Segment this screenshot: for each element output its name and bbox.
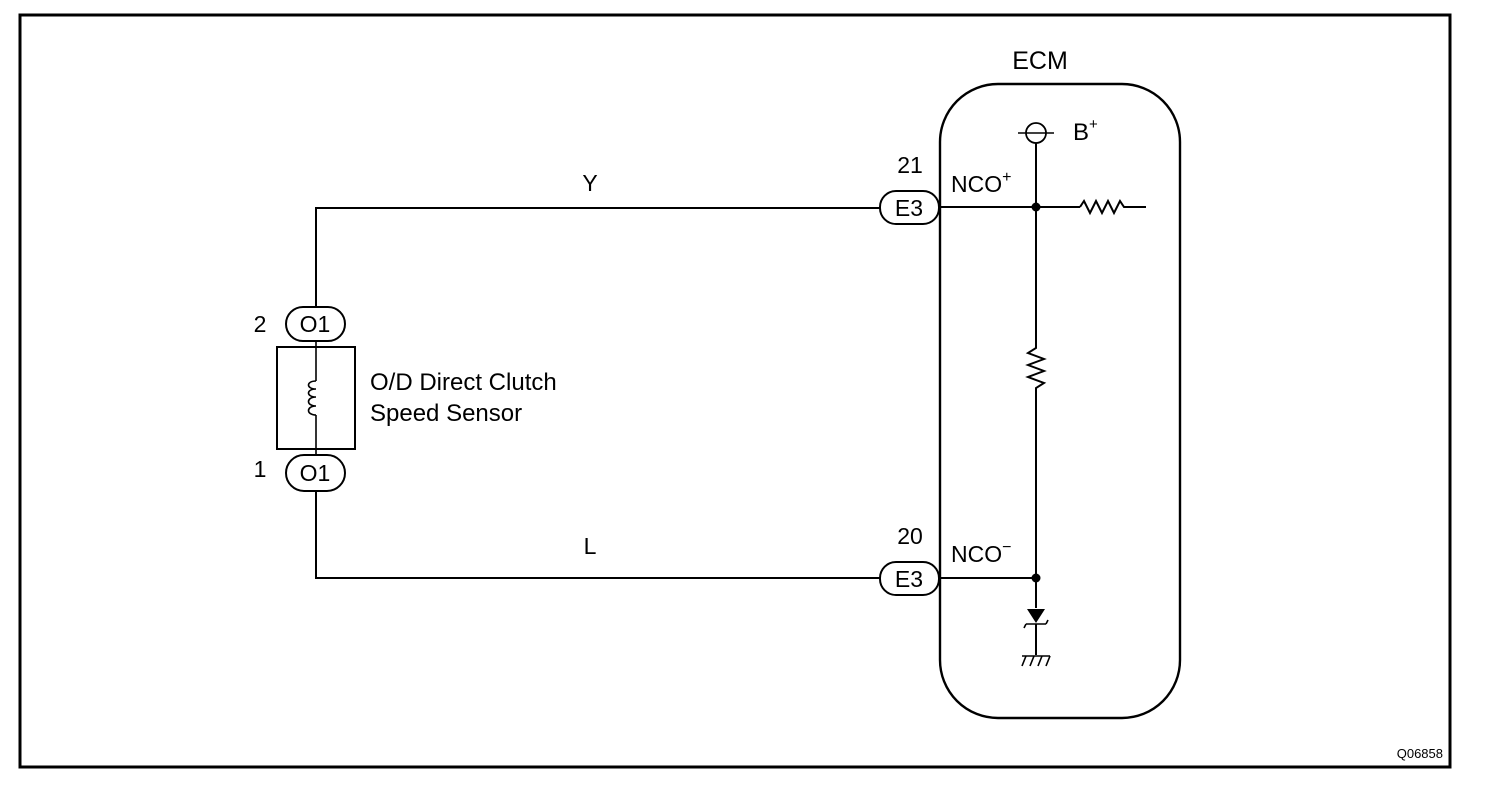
- pin-plus-label: NCO+: [951, 169, 1011, 197]
- connector-o1-pin2-label: O1: [300, 311, 331, 337]
- wire-bottom: [315, 491, 880, 579]
- wire-bottom-color: L: [584, 533, 597, 559]
- supply-label: B+: [1073, 116, 1098, 146]
- pin-minus-label-text: NCO: [951, 541, 1002, 567]
- ground-icon: [1021, 655, 1051, 667]
- ecm-box: [938, 82, 1182, 720]
- pin-number-2: 2: [254, 311, 267, 337]
- supply-label-sup: +: [1089, 116, 1098, 133]
- pin-number-1: 1: [254, 456, 267, 482]
- pin-number-20: 20: [897, 523, 923, 549]
- pin-plus-label-sup: +: [1002, 169, 1011, 186]
- pin-minus-label: NCO−: [951, 539, 1011, 567]
- sensor-name-line1: O/D Direct Clutch: [370, 369, 557, 396]
- diagram-frame: [18, 13, 1452, 769]
- pullup-resistor-icon: [1025, 342, 1047, 392]
- connector-o1-pin1-label: O1: [300, 460, 331, 486]
- sensor-name-line2: Speed Sensor: [370, 400, 522, 427]
- diode-icon: [1023, 609, 1049, 629]
- pin-number-21: 21: [897, 152, 923, 178]
- wire-top: [315, 207, 880, 307]
- supply-terminal-icon: [1018, 122, 1054, 144]
- connector-e3-pin20-label: E3: [895, 566, 923, 592]
- ecm-title: ECM: [1012, 47, 1068, 75]
- pin-plus-label-text: NCO: [951, 171, 1002, 197]
- input-resistor-icon: [1079, 198, 1146, 216]
- figure-code: Q06858: [1397, 746, 1443, 761]
- coil-icon: [307, 380, 317, 416]
- supply-label-text: B: [1073, 119, 1089, 146]
- pin-minus-label-sup: −: [1002, 539, 1011, 556]
- connector-e3-pin21-label: E3: [895, 195, 923, 221]
- wire-top-color: Y: [582, 170, 597, 196]
